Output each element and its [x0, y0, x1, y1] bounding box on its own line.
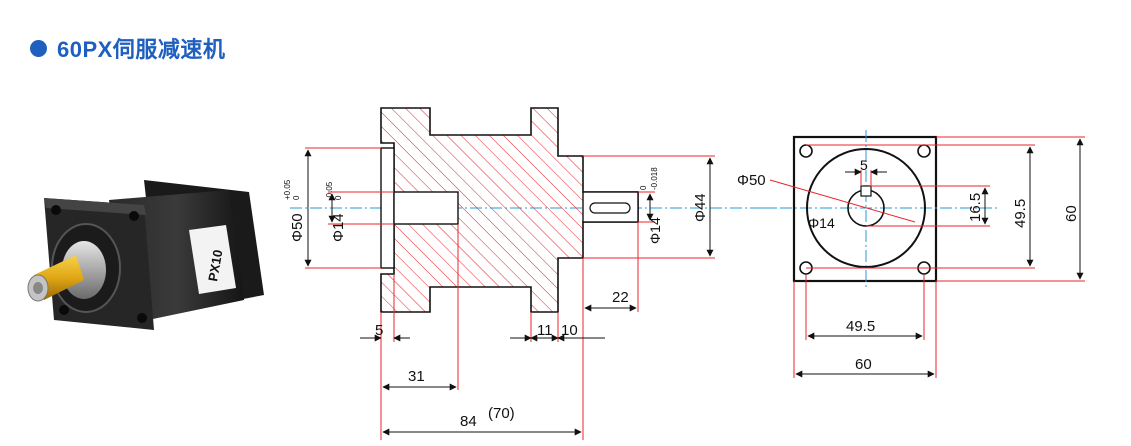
bullet-dot [30, 39, 47, 57]
dim-phi44: Φ44 [692, 193, 709, 222]
dim-phi14-shaft-tol-up: 0 [639, 185, 648, 190]
dim-10: 10 [561, 322, 578, 339]
section-title: 60PX伺服减速机 [57, 37, 226, 62]
dim-front-60-h: 60 [855, 356, 872, 373]
dim-front-phi50: Φ50 [737, 172, 766, 189]
product-photo: PX10 [27, 180, 264, 330]
flange-square [792, 135, 938, 283]
front-view: Φ50 Φ14 5 16.5 49.5 60 49.5 60 [737, 130, 1085, 378]
dim-phi50: Φ50 [289, 213, 306, 242]
model-label: PX10 [205, 249, 225, 283]
section-header: 60PX伺服减速机 [30, 30, 225, 66]
dim-70: (70) [488, 405, 515, 422]
dim-22: 22 [612, 289, 629, 306]
dim-phi14-shaft: Φ14 [647, 217, 663, 244]
dim-front-5: 5 [860, 157, 868, 173]
dim-5-pilot: 5 [375, 322, 383, 339]
dim-phi14-shaft-tol-low: -0.018 [650, 167, 659, 190]
dim-84: 84 [460, 413, 477, 430]
dim-front-49-5-h: 49.5 [846, 318, 875, 335]
side-view: Φ50 +0.05 0 Φ14 -0.05 0 Φ14 0 -0.018 Φ44… [283, 107, 775, 440]
dim-11: 11 [537, 322, 553, 339]
pilot-circle [806, 148, 926, 268]
dim-front-16-5: 16.5 [967, 193, 984, 222]
dim-phi14-bore: Φ14 [330, 213, 347, 242]
dim-phi50-tol-low: 0 [292, 195, 301, 200]
dim-front-60-v: 60 [1063, 205, 1080, 222]
dim-31: 31 [408, 368, 425, 385]
dim-phi14-bore-tol-up: -0.05 [325, 181, 334, 200]
dim-phi50-tol-up: +0.05 [283, 179, 292, 200]
dim-front-phi14: Φ14 [808, 215, 835, 231]
dim-front-49-5-v: 49.5 [1012, 199, 1029, 228]
dim-phi14-bore-tol-low: 0 [334, 195, 343, 200]
